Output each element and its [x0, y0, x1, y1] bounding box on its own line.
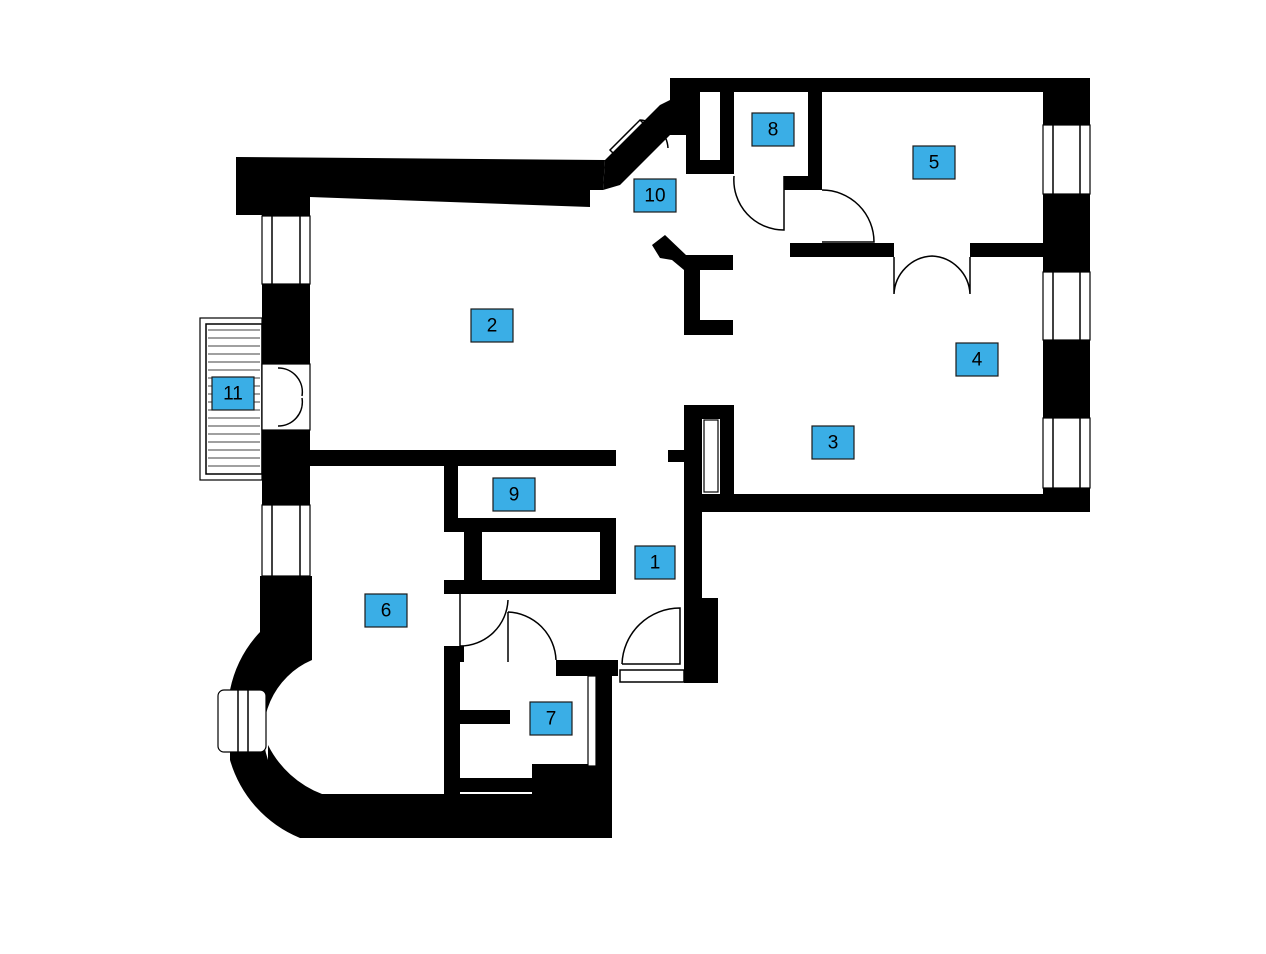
wall-storage-left: [464, 530, 482, 582]
balcony-door: [261, 363, 311, 431]
room-number-4: 4: [972, 350, 983, 371]
wall-room8-right: [808, 92, 822, 190]
room-number-1: 1: [650, 553, 661, 574]
wall-room4-room5: [790, 243, 894, 257]
wall-room9-left: [444, 462, 458, 524]
door-room5: [893, 255, 971, 295]
walls: [230, 78, 1090, 838]
wall-bay: [230, 632, 612, 838]
window-right-1: [1042, 124, 1091, 195]
window-bay: [217, 689, 267, 753]
wall-room8-left2: [720, 92, 734, 172]
wall-right-1: [1043, 194, 1090, 272]
room-number-10: 10: [644, 186, 665, 207]
room7-window-strip: [587, 675, 597, 767]
room-number-2: 2: [487, 316, 498, 337]
wall-storage-right: [600, 530, 616, 582]
door-room7: [507, 611, 557, 662]
wall-central-column: [652, 235, 733, 335]
wall-room7-bottom-strip: [458, 778, 538, 792]
window-left-2: [261, 504, 311, 577]
wall-room6-right: [444, 646, 460, 794]
wall-room3-stub2: [720, 405, 734, 495]
door-room4: [821, 189, 875, 243]
window-left-1: [261, 215, 311, 285]
room-label-6: 6: [364, 593, 408, 628]
wall-room4-room5-right: [970, 243, 1045, 257]
room-number-6: 6: [381, 601, 392, 622]
room-label-2: 2: [470, 308, 514, 343]
wall-left-top-pier: [262, 196, 310, 216]
wall-top-right: [670, 78, 1090, 135]
wall-right-2: [1043, 340, 1090, 418]
window-right-3: [1042, 417, 1091, 489]
room-label-1: 1: [634, 545, 676, 580]
room-label-3: 3: [811, 425, 855, 460]
room-number-7: 7: [546, 709, 557, 730]
wall-storage-bottom: [444, 580, 616, 594]
wall-room8-left: [686, 92, 700, 172]
door-room6: [459, 594, 509, 647]
room-label-5: 5: [912, 145, 956, 180]
wall-room8-right-stub: [784, 176, 822, 190]
room-label-4: 4: [955, 342, 999, 377]
wall-left-lower: [260, 576, 312, 636]
windows: [217, 124, 1091, 753]
wall-room9-bottom: [444, 518, 616, 532]
door-room10: [608, 118, 669, 172]
wall-corner-10: [603, 100, 688, 190]
door-entrance: [619, 607, 685, 683]
wall-entrance-pier: [684, 632, 718, 683]
wall-room8-left-bottom: [686, 160, 734, 174]
wall-bottom-right: [700, 494, 1090, 512]
wall-left-upper: [262, 284, 310, 364]
room-labels: 1 2 3 4 5 6 7 8: [211, 112, 999, 736]
wall-room7-shelf: [458, 710, 510, 724]
window-room3-niche: [703, 419, 719, 493]
door-room8: [733, 175, 785, 231]
room-number-11: 11: [223, 384, 243, 405]
wall-room2-room6: [310, 450, 616, 466]
room-number-9: 9: [509, 485, 520, 506]
wall-right-bottom-corner: [1080, 490, 1090, 512]
doors: [459, 118, 971, 767]
room-label-9: 9: [492, 477, 536, 512]
room-label-7: 7: [529, 701, 573, 736]
wall-room1-room3: [684, 405, 702, 635]
room-number-5: 5: [929, 153, 940, 174]
room-number-8: 8: [768, 120, 779, 141]
room-label-8: 8: [751, 112, 795, 147]
wall-room7-top-left: [444, 646, 464, 662]
wall-top-left: [236, 157, 605, 215]
window-right-2: [1042, 271, 1091, 341]
room-label-11: 11: [211, 376, 255, 411]
room-label-10: 10: [633, 178, 677, 213]
wall-stub-1: [668, 450, 686, 462]
room-number-3: 3: [828, 433, 839, 454]
wall-left-mid: [262, 430, 310, 505]
